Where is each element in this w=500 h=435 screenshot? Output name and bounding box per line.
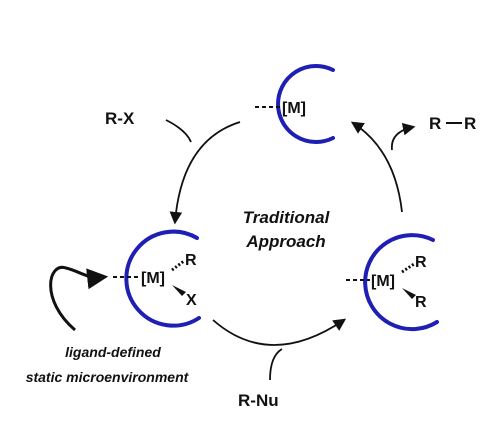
- arrow-left-to-right: [212, 318, 347, 346]
- arrow-right-to-top: [350, 121, 403, 213]
- arrow-top-to-left: [169, 121, 241, 225]
- metal-label-top: [M]: [282, 100, 306, 117]
- top-complex: [M]: [255, 64, 335, 144]
- arrow-product-exit: [390, 122, 416, 151]
- hashed-bond-left-r: [171, 259, 185, 272]
- substituent-r1-right: R: [415, 254, 427, 271]
- product-r-right: R: [464, 114, 476, 133]
- reagent-rnu-label: R-Nu: [238, 391, 279, 410]
- wedge-bond-right-r2: [402, 288, 416, 299]
- substituent-r-left: R: [185, 252, 197, 269]
- ligand-arc-top: [276, 64, 335, 144]
- right-complex: [M] R R: [346, 233, 439, 332]
- product-r-left: R: [429, 114, 441, 133]
- center-label-line1: Traditional: [243, 208, 331, 227]
- ligand-arc-right: [363, 233, 439, 332]
- reagent-rx-label: R-X: [105, 109, 135, 128]
- arrow-rnu-entry: [269, 348, 283, 381]
- hashed-bond-right-r1: [401, 262, 415, 274]
- ligand-arc-left: [124, 229, 201, 328]
- annotation-line2: static microenvironment: [26, 369, 190, 385]
- metal-label-right: [M]: [371, 273, 395, 290]
- product-rr: R R: [429, 114, 476, 133]
- substituent-r2-right: R: [415, 294, 427, 311]
- center-label-line2: Approach: [245, 232, 325, 251]
- annotation-line1: ligand-defined: [65, 344, 161, 360]
- arrow-rx-entry: [165, 119, 192, 143]
- left-complex: [M] R X: [113, 229, 201, 328]
- substituent-x-left: X: [186, 292, 197, 309]
- metal-label-left: [M]: [141, 270, 165, 287]
- annotation-arrow: [49, 265, 109, 332]
- wedge-bond-left-x: [172, 285, 186, 296]
